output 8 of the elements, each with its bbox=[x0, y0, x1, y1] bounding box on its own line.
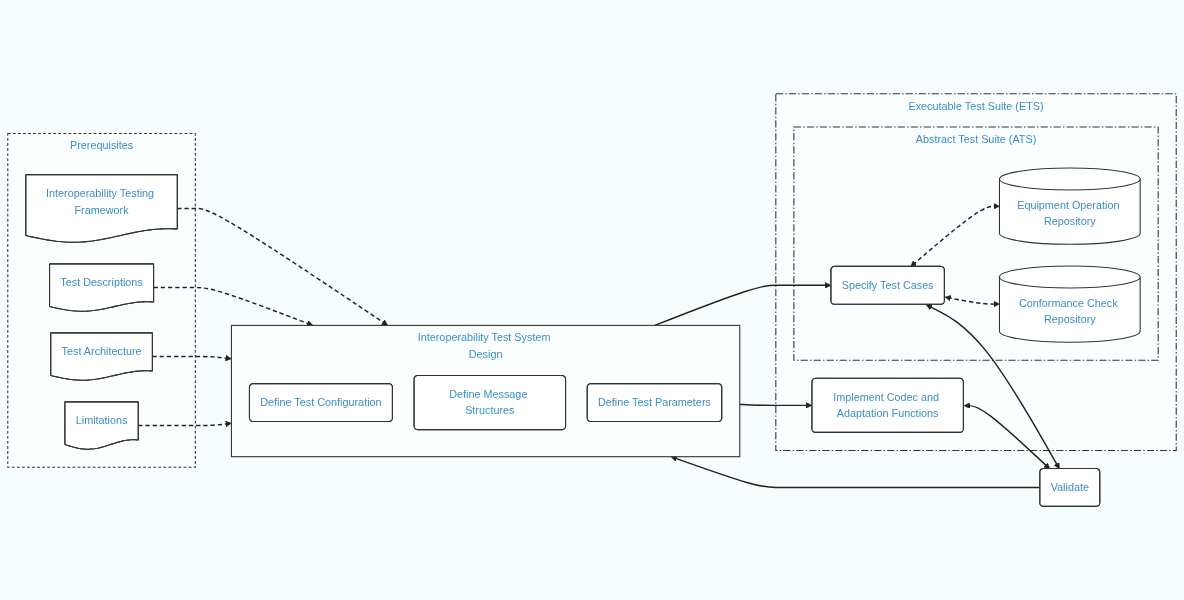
arrow bbox=[152, 286, 314, 327]
arrow bbox=[944, 295, 1000, 308]
arrow bbox=[910, 202, 1000, 267]
arrow bbox=[137, 420, 232, 428]
arrow bbox=[963, 402, 1051, 470]
arrow bbox=[176, 207, 388, 326]
arrow bbox=[925, 304, 1060, 470]
arrow bbox=[151, 354, 232, 362]
